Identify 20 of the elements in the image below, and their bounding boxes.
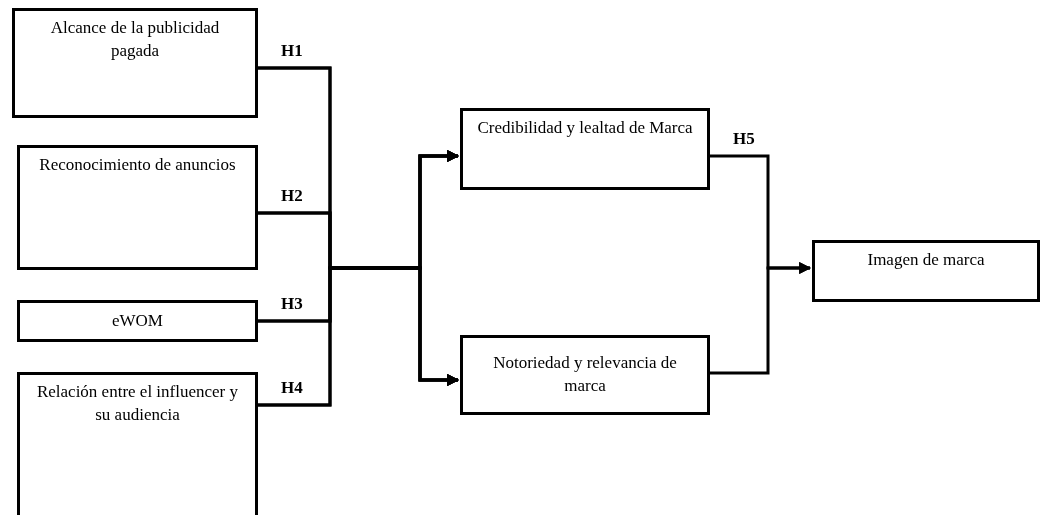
box-label: Imagen de marca <box>867 249 985 271</box>
concept-box <box>17 145 258 270</box>
box-label: Relación entre el influencer y su audiencia <box>35 381 240 426</box>
edge-label: H4 <box>280 379 304 396</box>
connector-arrow <box>710 262 812 375</box>
edge-label: H1 <box>280 42 304 59</box>
edge-label: H5 <box>732 130 756 147</box>
concept-box <box>12 8 258 118</box>
concept-box <box>460 335 710 415</box>
box-label: Notoriedad y relevancia de marca <box>492 352 678 397</box>
concept-box <box>17 300 258 342</box>
box-label: eWOM <box>112 309 163 332</box>
box-label: Reconocimiento de anuncios <box>39 154 236 176</box>
edge-label: H2 <box>280 187 304 204</box>
box-label: Alcance de la publicidad pagada <box>49 17 221 62</box>
concept-box <box>812 240 1040 302</box>
box-label: Credibilidad y lealtad de Marca <box>477 117 693 139</box>
concept-box <box>17 372 258 515</box>
edge-label: H3 <box>280 295 304 312</box>
concept-box <box>460 108 710 190</box>
